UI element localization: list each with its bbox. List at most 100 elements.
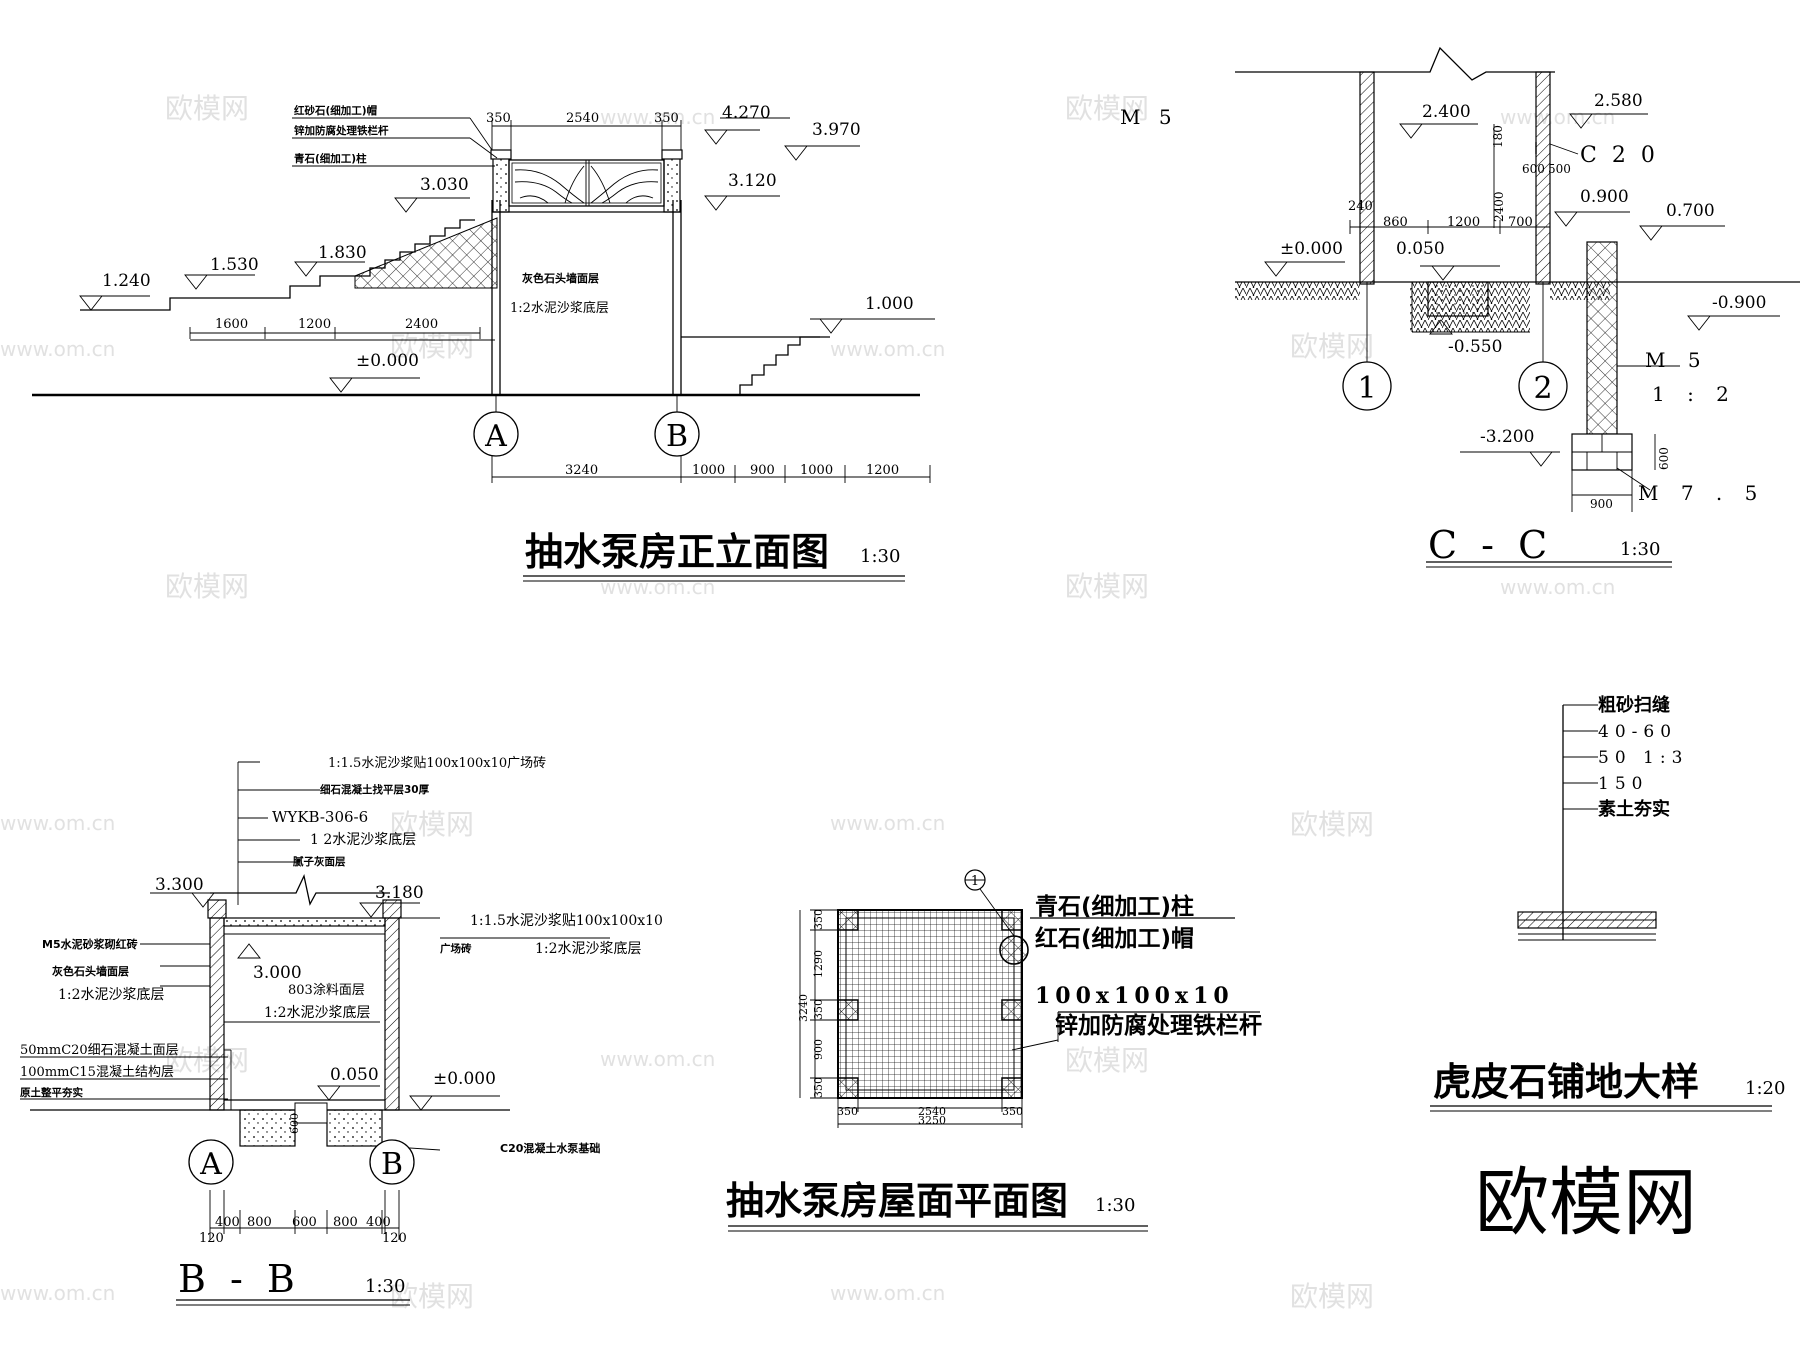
paving-layer-label: 50 1:3 [1598, 748, 1688, 768]
paving-layer-label: 素土夯实 [1598, 798, 1670, 820]
watermark-url: www.om.cn [0, 337, 115, 361]
cap-right [661, 149, 683, 160]
watermark-url: www.om.cn [600, 105, 715, 129]
dim-label: 350 [654, 111, 679, 126]
dim-label: 350 [812, 909, 825, 930]
level-label: 3.970 [812, 120, 861, 140]
brand-logo: 欧模网 [1475, 1160, 1697, 1246]
pump-base [239, 1109, 296, 1147]
dim-label: 120 [382, 1231, 407, 1246]
dim-label: 2400 [1492, 191, 1506, 222]
corner-column [1001, 909, 1023, 931]
axis-label: B [381, 1147, 403, 1182]
watermark-url: www.om.cn [830, 1281, 945, 1305]
paving-detail: 粗砂扫缝 40-60 50 1:3 150 素土夯实 虎皮石铺地大样 1:20 [1430, 694, 1785, 1112]
axis-label: 1 [1357, 371, 1376, 406]
roof-label: 青石(细加工)柱 [1035, 893, 1194, 920]
level-label: 3.300 [155, 875, 204, 895]
dim-label: 350 [812, 1077, 825, 1098]
view-title: 抽水泵房正立面图 [525, 530, 829, 574]
label-wall-face: 灰色石头墙面层 [522, 271, 599, 285]
watermark-url: www.om.cn [1500, 105, 1615, 129]
level-label: ±0.000 [356, 351, 419, 371]
dim-label: 1200 [1447, 215, 1480, 230]
level-label: ±0.000 [433, 1069, 496, 1089]
label-cap: 红砂石(细加工)帽 [294, 104, 377, 117]
view-scale: 1:30 [860, 546, 900, 567]
left-label: M5水泥砂浆砌红砖 [42, 937, 138, 951]
front-elevation: 1600 1200 2400 350 2540 [32, 103, 1172, 582]
level-label: -0.900 [1712, 293, 1766, 313]
break-line [210, 873, 390, 906]
dim-label: 240 [1348, 199, 1373, 214]
level-label: 3.180 [375, 883, 424, 903]
view-scale: 1:30 [365, 1276, 405, 1297]
watermark-text: 欧模网 [1065, 1044, 1149, 1077]
dim-label: 860 [1383, 215, 1408, 230]
roof-layer-label: WYKB-306-6 [272, 808, 368, 826]
railing [508, 159, 665, 207]
cc-levels: 2.400 2.580 0.900 0.700 ±0.000 0.050 -0.… [1264, 91, 1780, 467]
view-title: 虎皮石铺地大样 [1433, 1060, 1699, 1104]
break-line [1235, 46, 1555, 81]
dim-label: 900 [812, 1039, 825, 1060]
dim-label: 600 [1657, 447, 1671, 470]
dim-label: 400 [215, 1215, 240, 1230]
dim-label: 1000 [800, 463, 833, 478]
section-cc: 240 860 1200 700 600 500 180 2400 600 90… [1235, 46, 1800, 568]
label-c20: C 2 0 [1580, 143, 1659, 168]
cap-left [490, 149, 512, 160]
level-label: -3.200 [1480, 427, 1534, 447]
view-scale: 1:30 [1095, 1195, 1135, 1216]
level-label: 1.530 [210, 255, 259, 275]
roof-layer-label: 细石混凝土找平层30厚 [320, 783, 430, 796]
view-title: 抽水泵房屋面平面图 [726, 1179, 1068, 1223]
paving-layer-label: 40-60 [1598, 722, 1677, 742]
mid-column [1001, 999, 1023, 1021]
dim-label: 350 [812, 999, 825, 1020]
watermark-text: 欧模网 [390, 330, 474, 363]
axis-bubble [188, 1139, 234, 1185]
level-label: 0.700 [1666, 201, 1715, 221]
watermark-url: www.om.cn [830, 337, 945, 361]
watermark-url: www.om.cn [0, 811, 115, 835]
dim-label: 2540 [566, 111, 599, 126]
roof-layer-label: 1:1.5水泥沙浆贴100x100x10广场砖 [328, 756, 546, 771]
watermark-text: 欧模网 [390, 808, 474, 841]
right-label: 1:2水泥沙浆底层 [535, 941, 642, 957]
column-left [492, 157, 510, 213]
level-label: 1.000 [865, 294, 914, 314]
level-label: 1.830 [318, 243, 367, 263]
left-steps-upper [190, 275, 355, 299]
left-label: 1:2水泥沙浆底层 [58, 987, 165, 1003]
level-label: 4.270 [722, 103, 771, 123]
column-right [663, 157, 681, 213]
dim-label: 2400 [405, 317, 438, 332]
level-label: 2.400 [1422, 102, 1471, 122]
watermark-text: 欧模网 [165, 1044, 249, 1077]
wall-right [384, 917, 400, 1111]
axis-bubble [473, 411, 519, 457]
watermark-layer: 欧模网 欧模网 欧模网 欧模网 欧模网 欧模网 欧模网 欧模网 欧模网 欧模网 … [0, 92, 1615, 1313]
dim-label: 700 [1508, 215, 1533, 230]
dim-label: 1600 [215, 317, 248, 332]
label-m75: M 7 . 5 [1638, 481, 1765, 505]
dim-label: 180 [1491, 125, 1505, 148]
level-label: 0.900 [1580, 187, 1629, 207]
section-bb: 1:1.5水泥沙浆贴100x100x10广场砖 细石混凝土找平层30厚 WYKB… [20, 756, 663, 1306]
level-label: 2.580 [1594, 91, 1643, 111]
dim-label: 1200 [298, 317, 331, 332]
axis-bubble [1518, 361, 1568, 411]
label-wall-base: 1:2水泥沙浆底层 [510, 300, 609, 316]
roof-label: 100x100x10 [1035, 983, 1234, 1009]
paving-layer-label: 粗砂扫缝 [1598, 694, 1670, 716]
dim-label: 350 [837, 1105, 858, 1118]
watermark-text: 欧模网 [165, 92, 249, 125]
dim-label: 1200 [866, 463, 899, 478]
roof-label: 红石(细加工)帽 [1035, 925, 1194, 952]
watermark-url: www.om.cn [600, 575, 715, 599]
wall-left [1359, 71, 1375, 285]
level-label: 1.240 [102, 271, 151, 291]
watermark-text: 欧模网 [165, 570, 249, 603]
